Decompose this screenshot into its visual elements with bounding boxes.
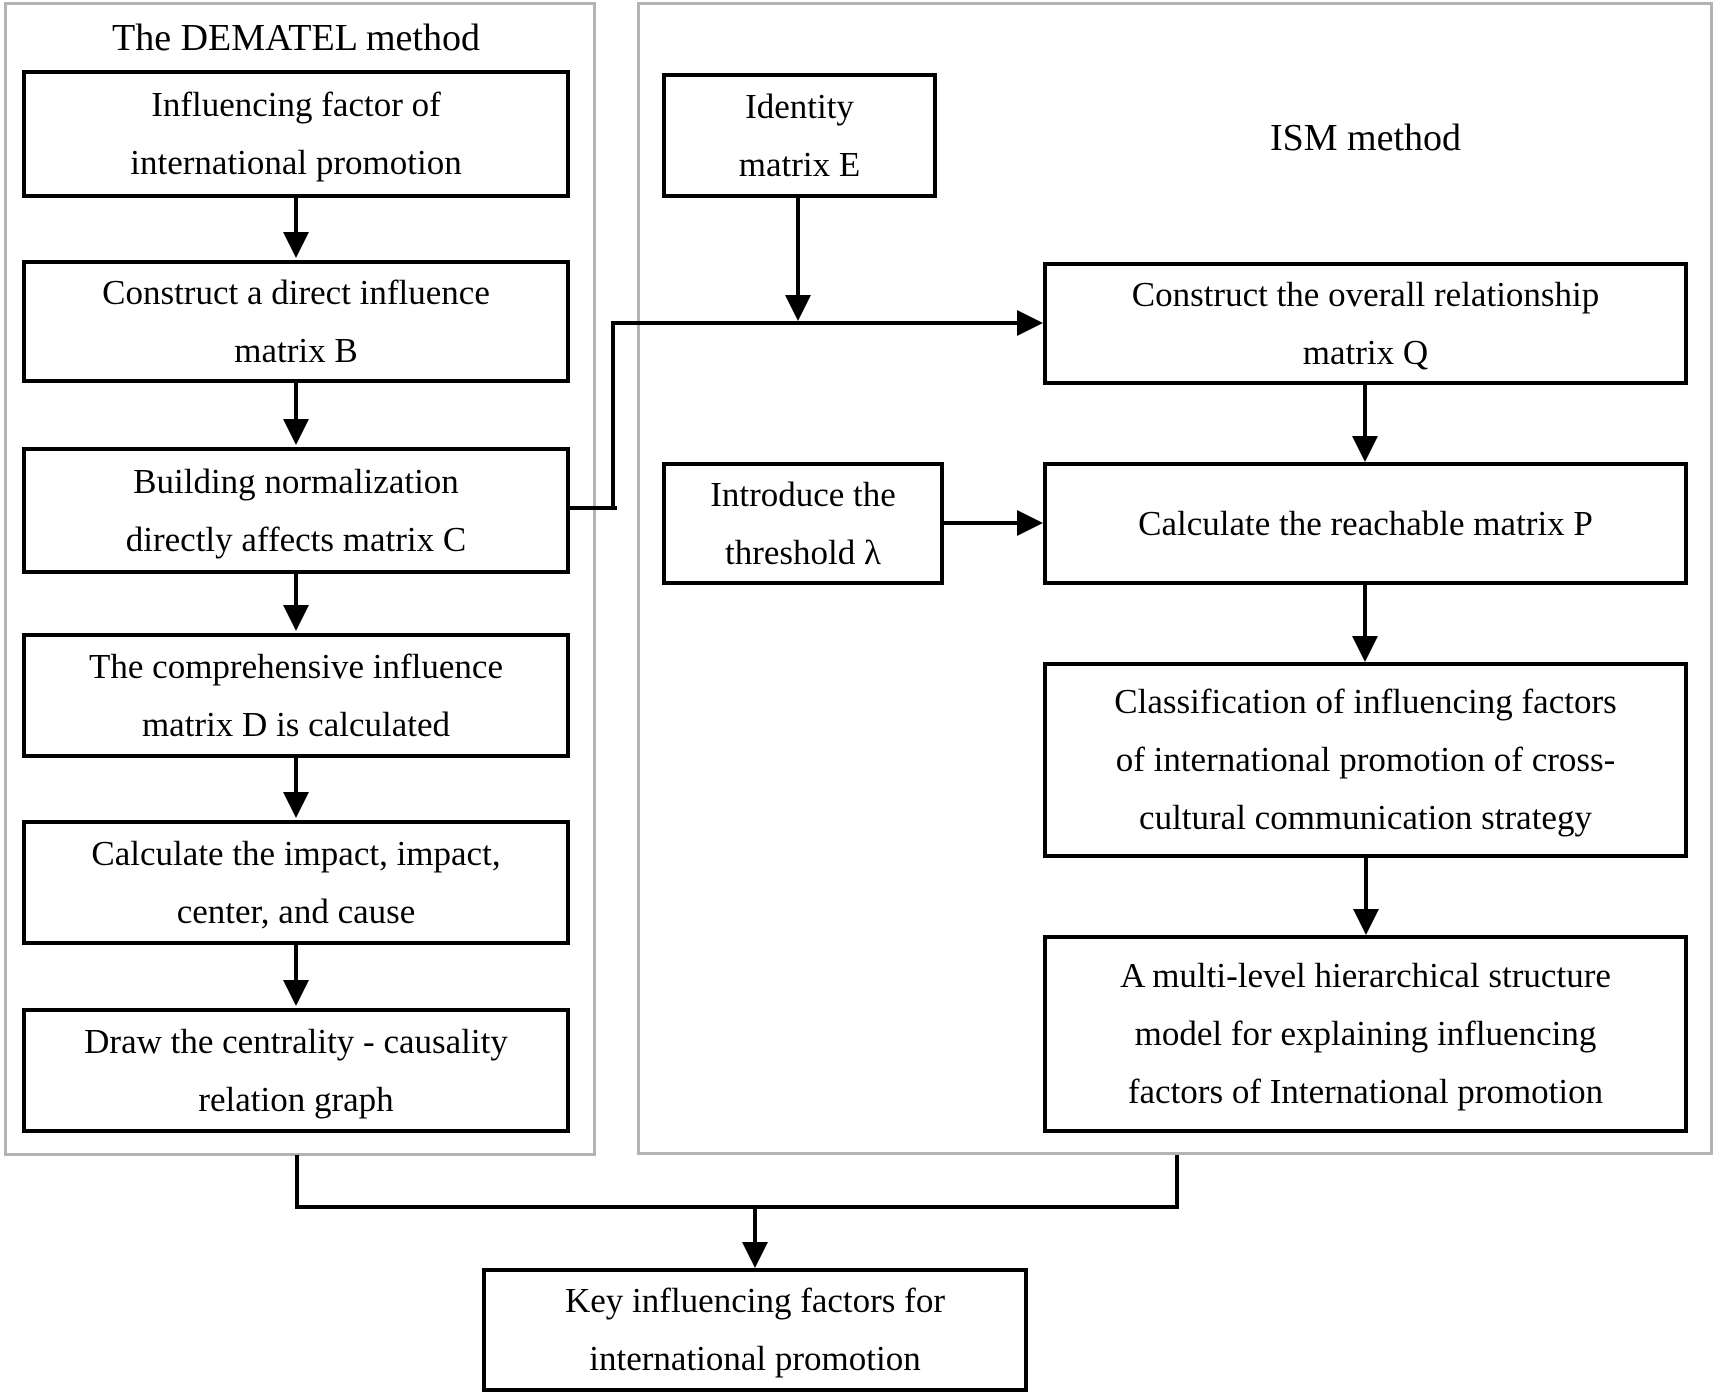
- arrow-merge-to-result-head: [742, 1242, 768, 1268]
- arrow-classification-to-model-head: [1353, 909, 1379, 935]
- ism-title: ISM method: [1269, 117, 1462, 159]
- arrow-matrix-c-to-matrix-d-shaft: [294, 574, 298, 607]
- arrow-identity-to-junction-head: [785, 295, 811, 321]
- connector-matrix-c-up: [611, 321, 615, 510]
- arrow-matrix-d-to-impact-head: [283, 792, 309, 818]
- box-centrality-causality-graph: Draw the centrality - causality relation…: [22, 1008, 570, 1133]
- arrow-q-to-p-shaft: [1363, 385, 1367, 438]
- arrow-threshold-to-p-head: [1017, 510, 1043, 536]
- arrow-impact-to-graph-head: [283, 980, 309, 1006]
- box-key-influencing-factors: Key influencing factors for internationa…: [482, 1268, 1028, 1392]
- connector-merge-right: [1175, 1155, 1179, 1209]
- box-overall-relationship-matrix-q: Construct the overall relationship matri…: [1043, 262, 1688, 385]
- dematel-container: [4, 2, 596, 1156]
- ism-container: [637, 2, 1713, 1155]
- arrow-influencing-to-matrix-b-shaft: [294, 198, 298, 234]
- box-identity-matrix-e: Identity matrix E: [662, 73, 937, 198]
- box-influencing-factor: Influencing factor of international prom…: [22, 70, 570, 198]
- box-introduce-threshold-lambda: Introduce the threshold λ: [662, 462, 944, 585]
- arrow-matrix-b-to-matrix-c-head: [283, 419, 309, 445]
- connector-merge-horizontal: [295, 1205, 1179, 1209]
- connector-junction-to-q: [611, 321, 1019, 325]
- box-classification-influencing-factors: Classification of influencing factors of…: [1043, 662, 1688, 858]
- arrow-impact-to-graph-shaft: [294, 945, 298, 982]
- arrow-identity-to-junction-shaft: [796, 198, 800, 297]
- arrow-p-to-classification-shaft: [1363, 585, 1367, 638]
- arrow-threshold-to-p-shaft: [944, 521, 1019, 525]
- box-direct-influence-matrix-b: Construct a direct influence matrix B: [22, 260, 570, 383]
- arrow-junction-to-q-head: [1017, 310, 1043, 336]
- box-calculate-impact-center-cause: Calculate the impact, impact, center, an…: [22, 820, 570, 945]
- dematel-title: The DEMATEL method: [112, 17, 480, 59]
- box-reachable-matrix-p: Calculate the reachable matrix P: [1043, 462, 1688, 585]
- arrow-p-to-classification-head: [1352, 636, 1378, 662]
- arrow-merge-to-result-shaft: [753, 1209, 757, 1244]
- connector-merge-left: [295, 1155, 299, 1209]
- arrow-influencing-to-matrix-b-head: [283, 232, 309, 258]
- arrow-matrix-c-to-matrix-d-head: [283, 605, 309, 631]
- box-comprehensive-influence-matrix-d: The comprehensive influence matrix D is …: [22, 633, 570, 758]
- box-multilevel-hierarchical-model: A multi-level hierarchical structure mod…: [1043, 935, 1688, 1133]
- connector-matrix-c-out: [570, 506, 617, 510]
- arrow-matrix-d-to-impact-shaft: [294, 758, 298, 794]
- arrow-q-to-p-head: [1352, 436, 1378, 462]
- arrow-matrix-b-to-matrix-c-shaft: [294, 383, 298, 421]
- arrow-classification-to-model-shaft: [1364, 858, 1368, 911]
- box-normalization-matrix-c: Building normalization directly affects …: [22, 447, 570, 574]
